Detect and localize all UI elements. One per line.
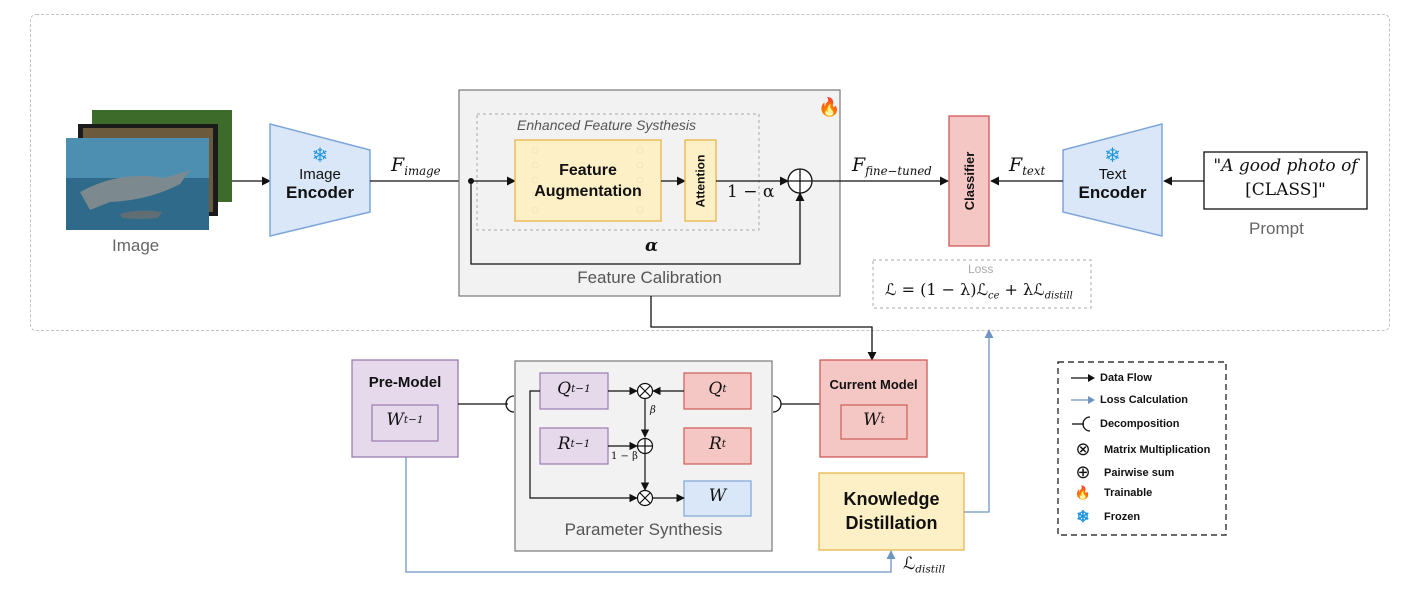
- decomposition-icon: [1066, 416, 1100, 432]
- synthesis-title: Enhanced Feature Systhesis: [517, 117, 696, 133]
- prompt-label: Prompt: [1249, 219, 1304, 238]
- feature-calibration-title: Feature Calibration: [577, 268, 722, 287]
- legend-item: ❄ Frozen: [1066, 507, 1140, 527]
- loss-title: Loss: [968, 262, 994, 276]
- attention-label: Attention: [693, 154, 708, 208]
- flame-icon: 🔥: [818, 97, 841, 117]
- pairwise-sum-node-2: [636, 437, 654, 455]
- loss-box: [872, 259, 1092, 309]
- legend-item: Decomposition: [1066, 416, 1179, 432]
- arrow-blue-icon: [1066, 395, 1100, 405]
- f-image-label: Fimage: [391, 154, 441, 179]
- oplus-icon: ⊕: [1075, 462, 1091, 482]
- f-finetuned-label: Ffine−tuned: [852, 154, 932, 179]
- legend-item: ⊕ Pairwise sum: [1066, 462, 1174, 483]
- feature-augmentation-box: [514, 139, 662, 222]
- legend-item: 🔥 Trainable: [1066, 485, 1152, 501]
- classifier-box: [948, 115, 990, 247]
- knowledge-distillation-label: Knowledge Distillation: [843, 489, 940, 533]
- snowflake-icon: ❄: [1104, 145, 1121, 167]
- legend: Data Flow Loss Calculation Decomposition…: [1066, 372, 1226, 532]
- alpha-label: α: [645, 236, 659, 256]
- beta-label: β: [650, 405, 656, 416]
- main-pipeline-region: [30, 14, 1390, 331]
- parameter-synthesis-title: Parameter Synthesis: [564, 520, 723, 539]
- otimes-icon: ⊗: [1075, 439, 1091, 459]
- arrow-black-icon: [1066, 373, 1100, 383]
- snowflake-icon: ❄: [1076, 509, 1090, 526]
- legend-item: Loss Calculation: [1066, 394, 1188, 406]
- text-encoder-shape: [1062, 123, 1163, 237]
- image-encoder-line1: Image: [299, 166, 341, 183]
- legend-item: Data Flow: [1066, 372, 1152, 384]
- image-encoder-shape: [269, 123, 371, 237]
- pre-model-title: Pre-Model: [368, 374, 442, 391]
- feature-augmentation-label: Feature Augmentation: [534, 162, 642, 200]
- knowledge-distillation-box: [818, 472, 965, 551]
- attention-box: [684, 139, 717, 222]
- legend-box: [1057, 361, 1227, 536]
- matrix-multiply-node-1: [636, 382, 654, 400]
- prompt-text: "A good photo of [CLASS]": [1213, 156, 1358, 200]
- w-output: W: [708, 486, 727, 506]
- snowflake-icon: ❄: [311, 145, 329, 167]
- prompt-box: [1203, 151, 1368, 210]
- image-label: Image: [112, 236, 160, 255]
- pairwise-sum-node: [787, 168, 813, 194]
- current-model-title: Current Model: [829, 377, 918, 392]
- image-encoder-label: ❄ Image Encoder: [270, 146, 370, 203]
- classifier-label: Classifier: [961, 151, 977, 211]
- flame-icon: 🔥: [1074, 485, 1092, 500]
- one-minus-alpha-label: 1 − α: [727, 182, 775, 202]
- current-model-box: [819, 359, 928, 458]
- image-stack: [66, 110, 232, 230]
- text-encoder-label: ❄ Text Encoder: [1078, 145, 1147, 202]
- matrix-multiply-node-2: [636, 489, 654, 507]
- one-minus-beta-label: 1 − β: [611, 451, 638, 462]
- image-encoder-line2: Encoder: [285, 183, 355, 202]
- f-text-label: Ftext: [1009, 154, 1046, 179]
- loss-formula: ℒ = (1 − λ)ℒce + λℒdistill: [885, 280, 1073, 302]
- legend-item: ⊗ Matrix Multiplication: [1066, 439, 1210, 460]
- l-distill-label: ℒdistill: [903, 554, 946, 576]
